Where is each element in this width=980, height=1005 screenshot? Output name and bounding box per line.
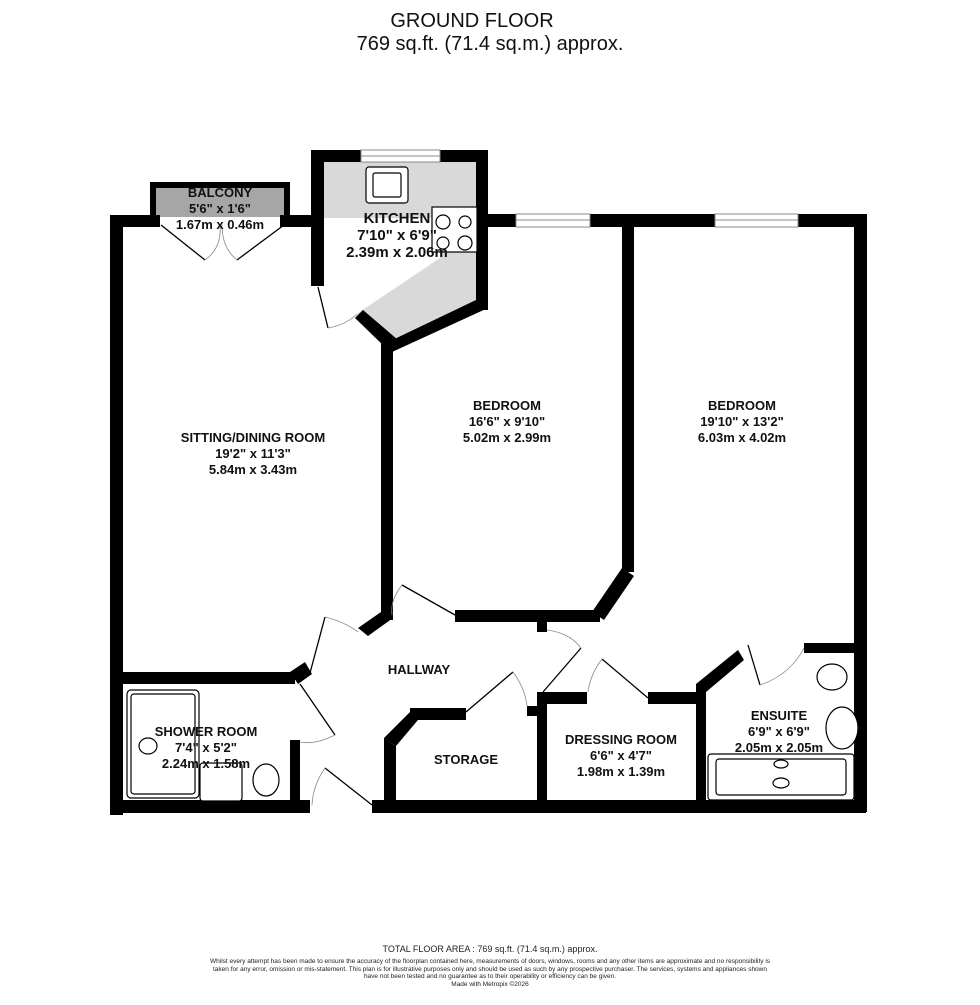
toilet-icon	[252, 763, 280, 797]
room-metric: 2.39m x 2.06m	[346, 244, 448, 261]
room-label-bedroom-1: BEDROOM 16'6" x 9'10" 5.02m x 2.99m	[463, 398, 551, 446]
room-imperial: 5'6" x 1'6"	[189, 201, 251, 216]
door-swings	[160, 224, 805, 806]
room-label-dressing-room: DRESSING ROOM 6'6" x 4'7" 1.98m x 1.39m	[565, 732, 677, 780]
room-name: BALCONY	[187, 185, 253, 200]
room-metric: 5.84m x 3.43m	[208, 462, 298, 477]
room-imperial: 19'10" x 13'2"	[700, 414, 784, 429]
basin-icon	[825, 706, 859, 750]
room-label-sitting-dining: SITTING/DINING ROOM 19'2" x 11'3" 5.84m …	[181, 430, 325, 478]
room-label-shower-room: SHOWER ROOM 7'4" x 5'2" 2.24m x 1.58m	[155, 724, 258, 772]
balcony	[150, 182, 290, 220]
room-name: KITCHEN	[363, 210, 431, 227]
room-name: STORAGE	[433, 752, 499, 767]
room-imperial: 6'9" x 6'9"	[748, 724, 810, 739]
room-metric: 1.98m x 1.39m	[576, 764, 666, 779]
fixtures	[126, 166, 859, 802]
disclaimer-text: Whilst every attempt has been made to en…	[210, 958, 771, 980]
room-label-ensuite: ENSUITE 6'9" x 6'9" 2.05m x 2.05m	[735, 708, 823, 756]
walls	[110, 150, 867, 815]
floor-area-subtitle: 769 sq.ft. (71.4 sq.m.) approx.	[356, 33, 624, 55]
room-imperial: 19'2" x 11'3"	[215, 446, 291, 461]
room-name: HALLWAY	[387, 662, 451, 677]
room-imperial: 7'10" x 6'9"	[357, 227, 437, 244]
total-floor-area: TOTAL FLOOR AREA : 769 sq.ft. (71.4 sq.m…	[382, 944, 598, 954]
room-label-storage: STORAGE	[434, 752, 498, 768]
room-metric: 2.05m x 2.05m	[734, 740, 824, 755]
room-name: SHOWER ROOM	[154, 724, 258, 739]
room-name: BEDROOM	[473, 398, 541, 413]
windows	[360, 149, 799, 228]
room-name: DRESSING ROOM	[565, 732, 677, 747]
room-metric: 2.24m x 1.58m	[161, 756, 251, 771]
basin-icon	[199, 762, 243, 802]
room-imperial: 16'6" x 9'10"	[468, 414, 546, 429]
floor-title: GROUND FLOOR	[390, 10, 554, 32]
credit-text: Made with Metropix ©2026	[451, 980, 529, 988]
room-label-balcony: BALCONY 5'6" x 1'6" 1.67m x 0.46m	[176, 185, 264, 233]
room-metric: 1.67m x 0.46m	[175, 217, 265, 232]
toilet-icon	[816, 663, 848, 691]
room-imperial: 6'6" x 4'7"	[590, 748, 652, 763]
room-name: SITTING/DINING ROOM	[180, 430, 326, 445]
room-metric: 5.02m x 2.99m	[462, 430, 552, 445]
room-label-hallway: HALLWAY	[388, 662, 450, 678]
disclaimer: Whilst every attempt has been made to en…	[210, 958, 770, 988]
room-name: BEDROOM	[708, 398, 776, 413]
room-label-kitchen: KITCHEN 7'10" x 6'9" 2.39m x 2.06m	[346, 210, 448, 261]
room-metric: 6.03m x 4.02m	[697, 430, 787, 445]
room-label-bedroom-2: BEDROOM 19'10" x 13'2" 6.03m x 4.02m	[698, 398, 786, 446]
kitchen-counter	[324, 160, 478, 342]
room-name: ENSUITE	[750, 708, 808, 723]
room-imperial: 7'4" x 5'2"	[175, 740, 237, 755]
